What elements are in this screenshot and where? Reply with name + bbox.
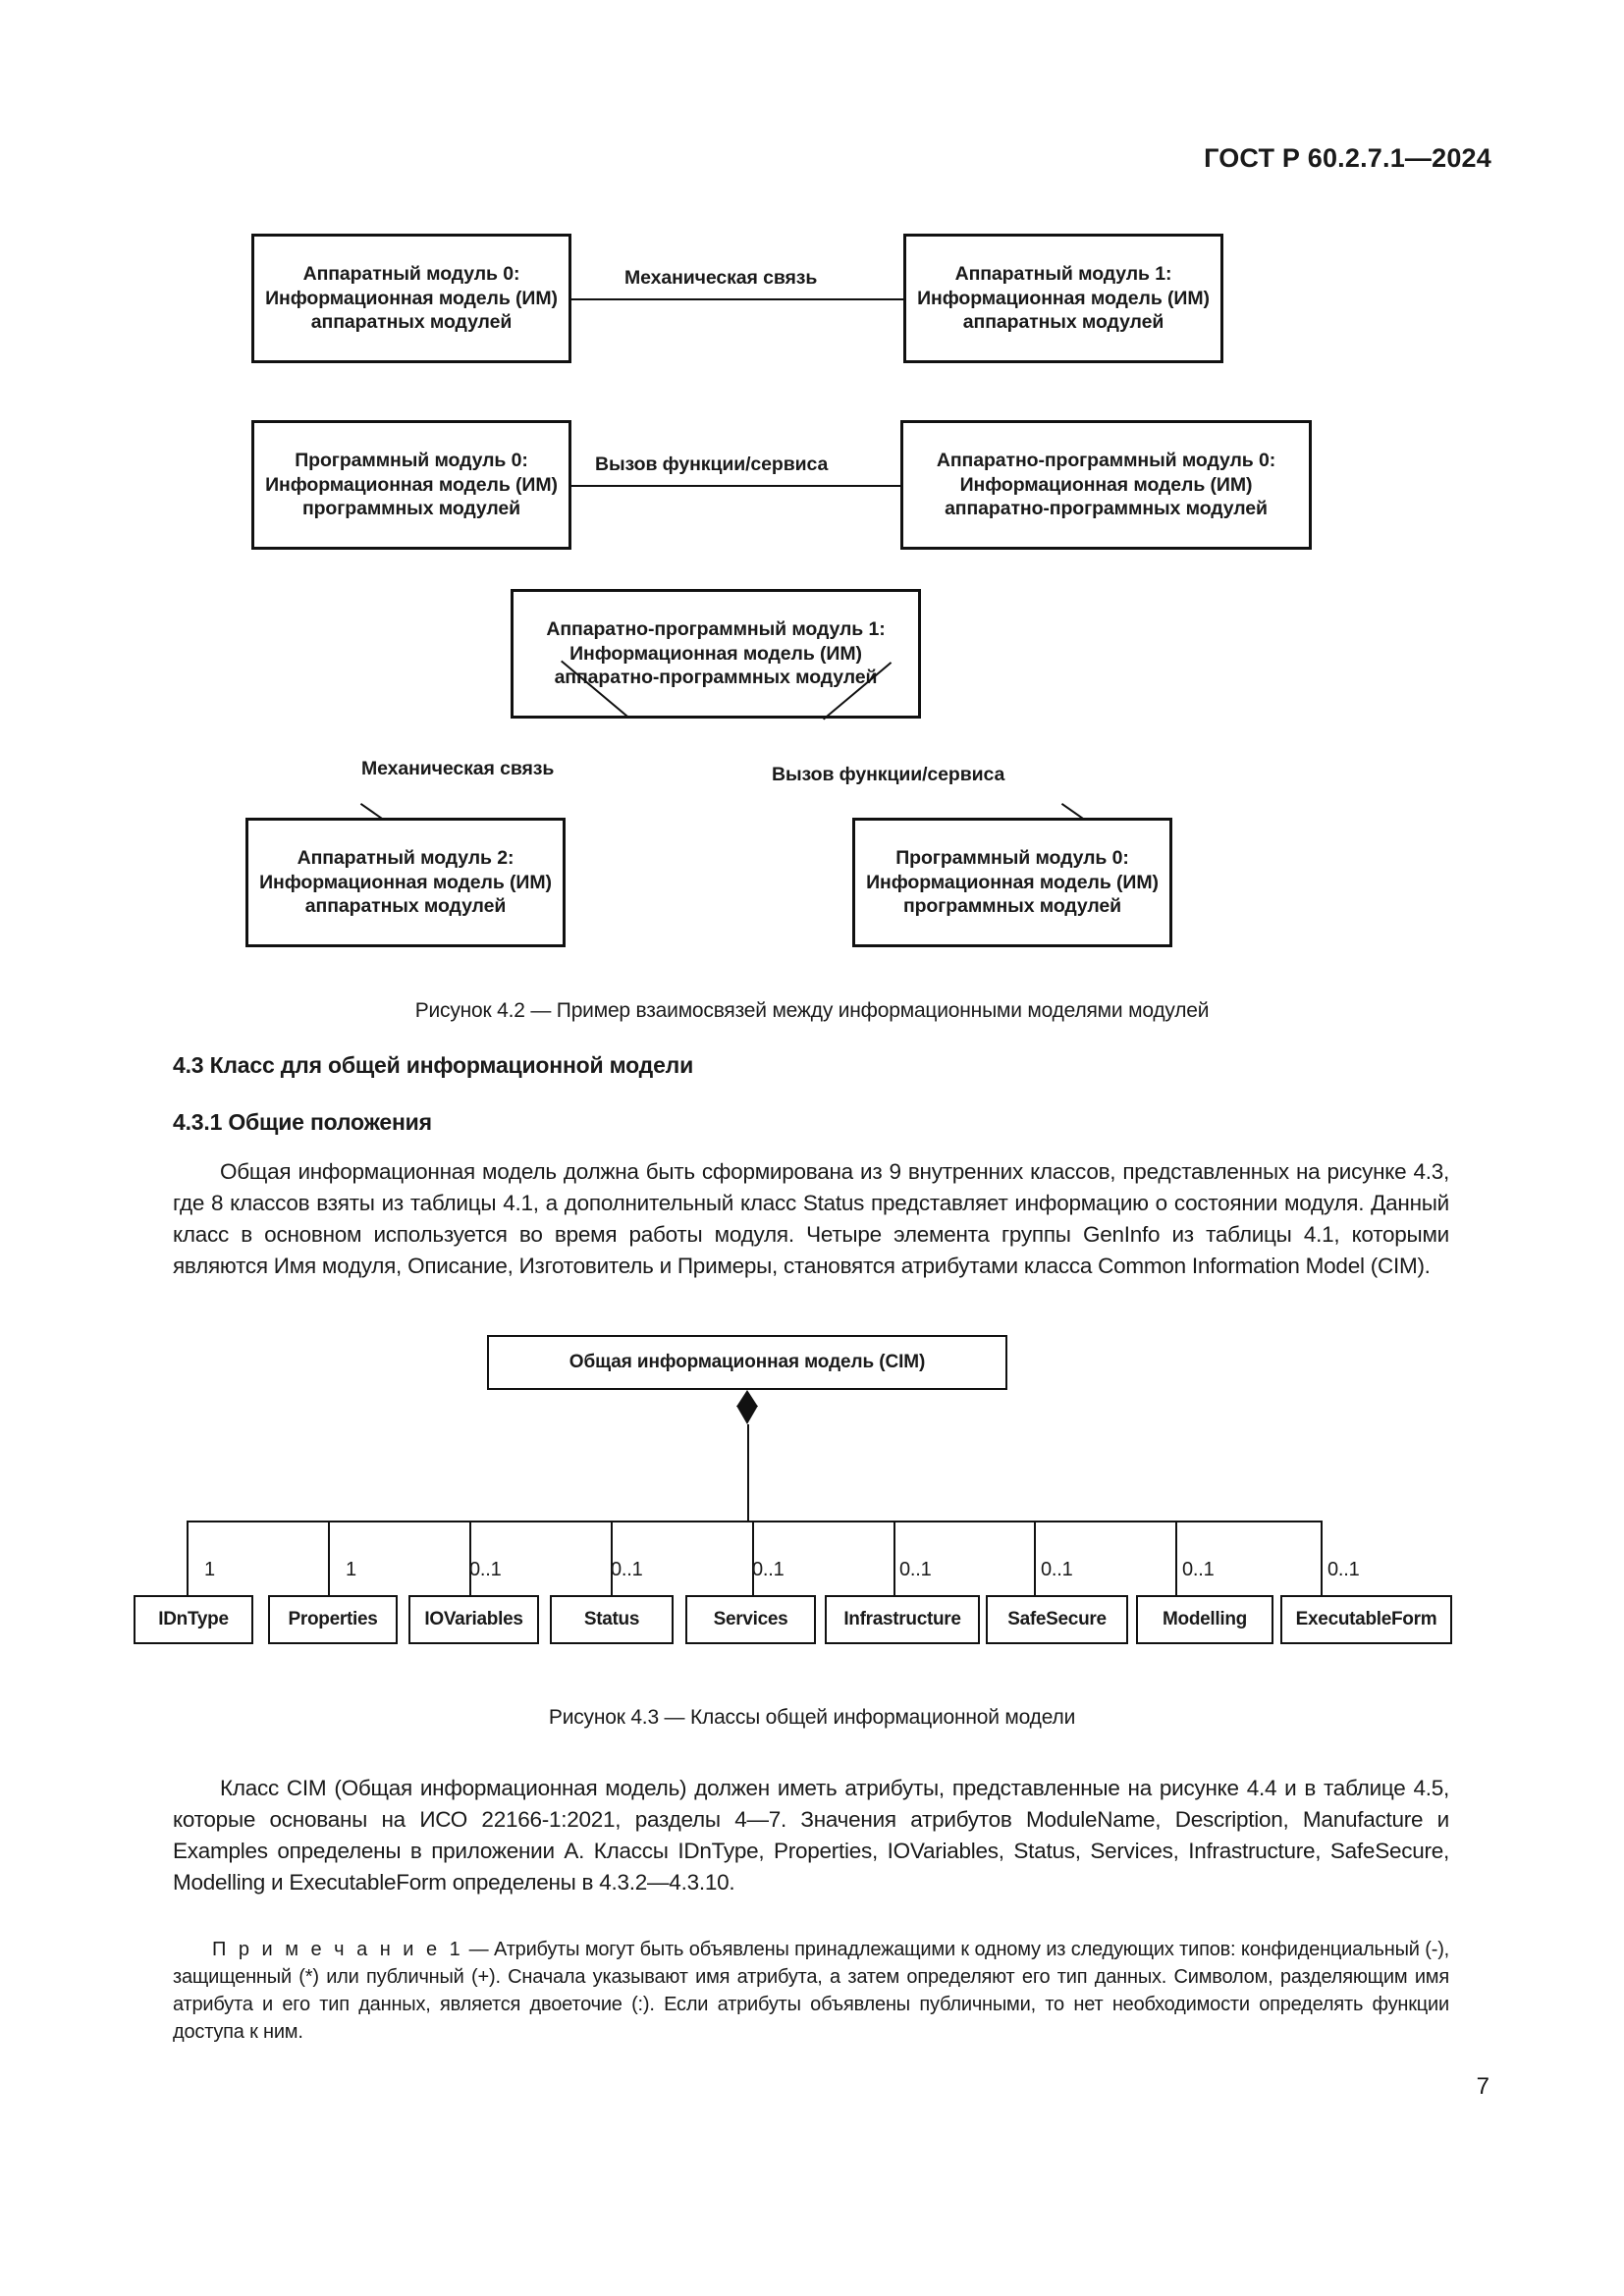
figure-4-3-multiplicity-infrastructure: 0..1 [899,1559,932,1580]
figure-4-3-drop-line [1034,1521,1036,1595]
figure-4-2-node-sw0b: Программный модуль 0: Информационная мод… [852,818,1172,947]
figure-4-3-multiplicity-idntype: 1 [204,1559,215,1580]
heading-4-3: 4.3 Класс для общей информационной модел… [173,1052,694,1078]
figure-4-3-drop-line [1175,1521,1177,1595]
figure-4-3-class-safesecure: SafeSecure [986,1595,1128,1644]
page-number: 7 [1476,2073,1489,2100]
figure-4-3-multiplicity-properties: 1 [346,1559,356,1580]
figure-4-3-class-infrastructure: Infrastructure [825,1595,980,1644]
figure-4-3: Общая информационная модель (CIM) 1 1 0.… [134,1335,1452,1644]
figure-4-2-edge-label-service-call-bottom: Вызов функции/сервиса [768,764,1009,786]
figure-4-2-caption: Рисунок 4.2 — Пример взаимосвязей между … [414,999,1210,1022]
figure-4-2-edge-label-mechanical-top: Механическая связь [621,267,822,290]
figure-4-2-edge-service-call-middle-line [571,485,900,487]
figure-4-2-node-hw2: Аппаратный модуль 2: Информационная моде… [245,818,566,947]
figure-4-3-aggregation-diamond-upper [736,1390,758,1407]
figure-4-3-caption: Рисунок 4.3 — Классы общей информационно… [548,1706,1076,1729]
figure-4-2-node-hwsw0: Аппаратно-программный модуль 0: Информац… [900,420,1312,550]
figure-4-3-multiplicity-modelling: 0..1 [1182,1559,1215,1580]
note-1-text: Атрибуты могут быть объявлены принадлежа… [173,1939,1450,2043]
figure-4-3-multiplicity-services: 0..1 [752,1559,785,1580]
note-1-dash: — [468,1939,489,1960]
paragraph-4-3-1-intro: Общая информационная модель должна быть … [173,1156,1449,1282]
paragraph-4-3-cim-attributes-text: Класс CIM (Общая информационная модель) … [173,1776,1449,1895]
figure-4-2: Аппаратный модуль 0: Информационная моде… [0,0,1624,991]
figure-4-3-drop-line [328,1521,330,1595]
figure-4-3-drop-line [1321,1521,1323,1595]
figure-4-2-node-sw0: Программный модуль 0: Информационная мод… [251,420,571,550]
paragraph-4-3-1-intro-text: Общая информационная модель должна быть … [173,1159,1449,1278]
figure-4-3-multiplicity-iovariables: 0..1 [469,1559,502,1580]
figure-4-3-multiplicity-status: 0..1 [611,1559,643,1580]
figure-4-3-drop-line [469,1521,471,1595]
figure-4-3-class-services: Services [685,1595,816,1644]
figure-4-3-class-iovariables: IOVariables [408,1595,539,1644]
figure-4-3-class-modelling: Modelling [1136,1595,1273,1644]
figure-4-2-node-hw0: Аппаратный модуль 0: Информационная моде… [251,234,571,363]
figure-4-3-drop-line [893,1521,895,1595]
figure-4-3-multiplicity-executableform: 0..1 [1327,1559,1360,1580]
figure-4-3-multiplicity-safesecure: 0..1 [1041,1559,1073,1580]
figure-4-3-class-idntype: IDnType [134,1595,253,1644]
figure-4-3-aggregation-diamond-lower [736,1406,758,1424]
figure-4-2-node-hwsw1: Аппаратно-программный модуль 1: Информац… [511,589,921,719]
figure-4-3-class-status: Status [550,1595,674,1644]
figure-4-3-drop-line [752,1521,754,1595]
figure-4-3-root-stem [747,1424,749,1521]
figure-4-3-drop-line [187,1521,189,1595]
heading-4-3-1: 4.3.1 Общие положения [173,1109,432,1135]
figure-4-3-class-executableform: ExecutableForm [1280,1595,1452,1644]
figure-4-2-edge-label-service-call-middle: Вызов функции/сервиса [591,454,833,476]
figure-4-3-root-class: Общая информационная модель (CIM) [487,1335,1007,1390]
figure-4-3-class-properties: Properties [268,1595,398,1644]
paragraph-4-3-cim-attributes: Класс CIM (Общая информационная модель) … [173,1773,1449,1898]
note-1-label: П р и м е ч а н и е 1 [212,1939,464,1960]
figure-4-2-node-hw1: Аппаратный модуль 1: Информационная моде… [903,234,1223,363]
figure-4-3-drop-line [611,1521,613,1595]
figure-4-2-edge-label-mechanical-bottom: Механическая связь [357,758,559,780]
figure-4-2-edge-mechanical-top-line [571,298,903,300]
note-1: П р и м е ч а н и е 1 — Атрибуты могут б… [173,1936,1449,2046]
document-header-standard-id: ГОСТ Р 60.2.7.1—2024 [1204,143,1491,173]
